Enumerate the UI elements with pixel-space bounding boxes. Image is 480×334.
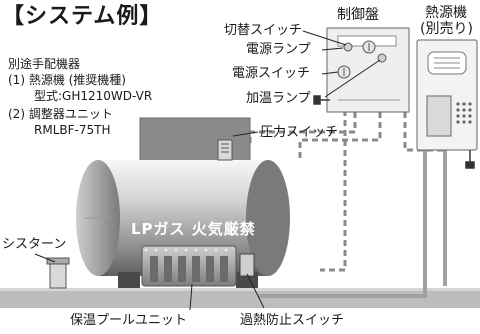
spec-model-2: RMLBF-75TH — [34, 123, 111, 137]
power-switch-label: 電源スイッチ — [232, 66, 311, 81]
heating-lamp-label: 加温ランプ — [246, 91, 311, 106]
control-panel-box — [326, 27, 410, 113]
spec-model-1: 型式:GH1210WD-VR — [34, 89, 153, 103]
tank-leg-left — [118, 272, 140, 288]
control-panel-label: 制御盤 — [337, 7, 379, 23]
overheat-switch-device — [239, 253, 255, 277]
heat-source-sublabel: (別売り) — [420, 21, 473, 37]
insulation-pool-unit-label: 保温プールユニット — [70, 313, 188, 328]
spec-item-2: (2) 調整器ユニット — [8, 107, 113, 121]
insulation-pool-unit-shape — [141, 245, 237, 287]
pressure-switch-device — [217, 139, 233, 161]
tank-warning-label: LPガス 火気厳禁 — [131, 220, 256, 238]
heat-source-unit — [416, 39, 478, 151]
pressure-switch-label: 圧力スイッチ — [260, 125, 339, 140]
ground-base — [0, 288, 480, 308]
switch-select-label: 切替スイッチ — [224, 23, 303, 38]
spec-item-1: (1) 熱源機 (推奨機種) — [8, 73, 126, 87]
power-plugs — [313, 95, 475, 169]
heat-source-label: 熱源機 — [425, 5, 467, 21]
heat-source-piping — [258, 150, 447, 298]
cistern-label: シスターン — [2, 237, 67, 252]
overheat-switch-label: 過熱防止スイッチ — [240, 313, 345, 328]
cistern-device — [46, 257, 70, 289]
page-title: 【システム例】 — [2, 4, 163, 29]
spec-heading: 別途手配機器 — [8, 57, 81, 71]
callout-leader-lines — [34, 30, 381, 311]
power-lamp-label: 電源ランプ — [246, 42, 311, 57]
ground-top-edge — [0, 288, 480, 291]
